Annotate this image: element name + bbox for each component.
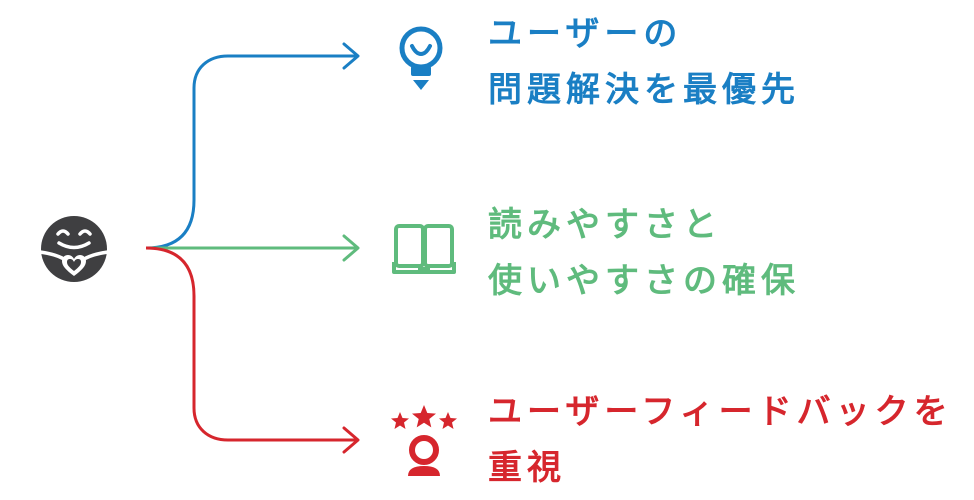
connector-line-3 xyxy=(145,246,356,442)
branch-label-2-line-2: 使いやすさの確保 xyxy=(488,261,800,301)
connector-line-1 xyxy=(145,54,356,250)
hugging-face-icon xyxy=(38,216,110,282)
branch-label-1: ユーザーの 問題解決を最優先 xyxy=(488,6,800,118)
branch-label-3-line-1: ユーザーフィードバックを xyxy=(488,392,953,432)
arrowhead-3 xyxy=(342,426,360,454)
branch-label-2-line-1: 読みやすさと xyxy=(488,205,722,245)
star-rating-person-icon xyxy=(391,405,457,476)
arrowhead-1 xyxy=(342,42,360,70)
branch-label-3: ユーザーフィードバックを 重視 xyxy=(488,384,953,496)
branch-label-3-line-2: 重視 xyxy=(488,448,566,488)
open-book-icon xyxy=(392,224,456,274)
arrowhead-2 xyxy=(342,234,360,262)
branch-label-1-line-1: ユーザーの xyxy=(488,14,683,54)
branch-label-2: 読みやすさと 使いやすさの確保 xyxy=(488,197,800,309)
branch-label-1-line-2: 問題解決を最優先 xyxy=(488,70,800,110)
lightbulb-icon xyxy=(399,26,443,90)
